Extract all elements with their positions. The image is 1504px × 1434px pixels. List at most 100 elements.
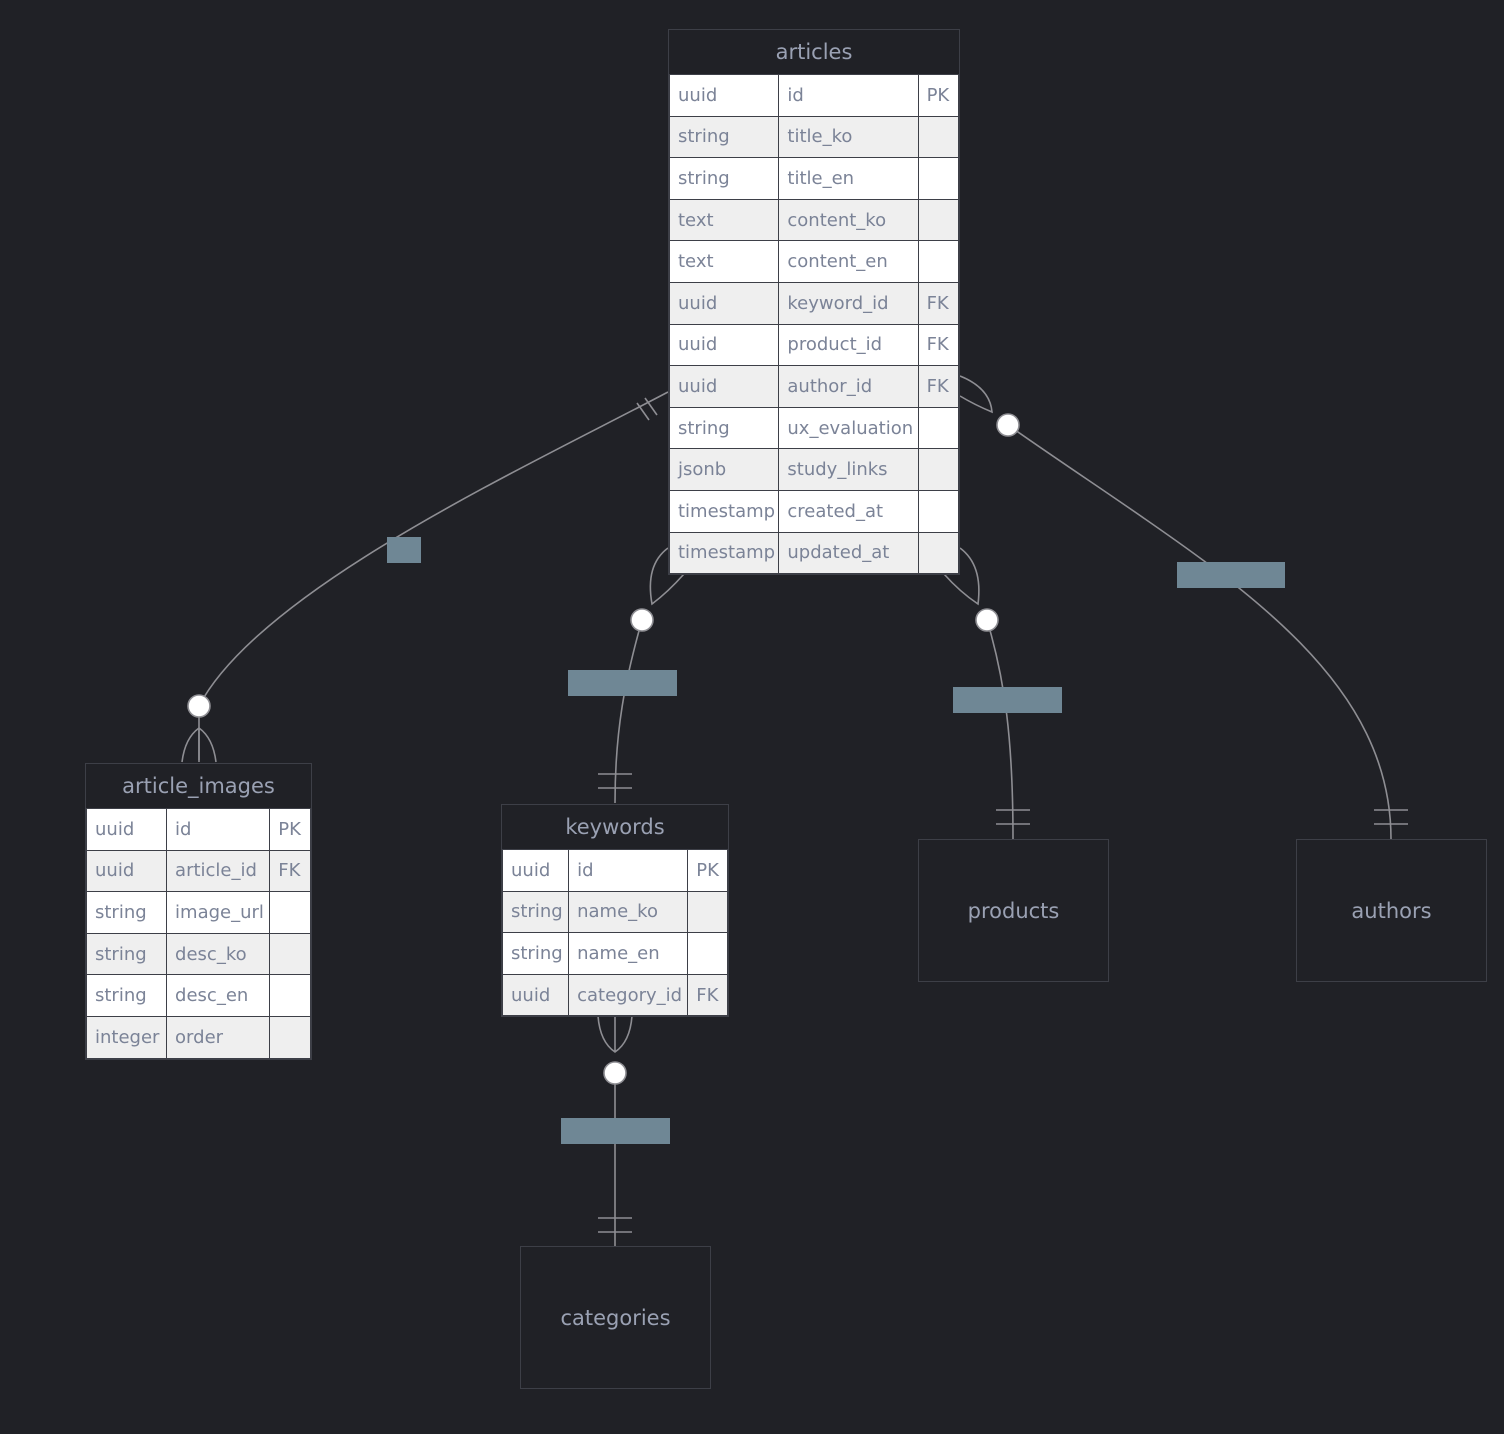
attribute-name: order xyxy=(166,1015,271,1059)
attribute-name: created_at xyxy=(778,489,919,533)
attribute-key: FK xyxy=(269,849,311,893)
attribute-type: uuid xyxy=(668,74,780,117)
attribute-key xyxy=(917,448,960,491)
attribute-type: jsonb xyxy=(668,448,780,491)
attribute-key xyxy=(917,115,960,159)
attribute-name: article_id xyxy=(166,849,271,893)
attribute-name: updated_at xyxy=(778,531,919,575)
attribute-key xyxy=(917,406,960,450)
zero-marker xyxy=(975,608,999,632)
entity-products[interactable]: products xyxy=(918,839,1109,982)
attribute-type: uuid xyxy=(668,323,780,367)
attribute-key: FK xyxy=(917,365,960,408)
attribute-name: product_id xyxy=(778,323,919,367)
entity-authors[interactable]: authors xyxy=(1296,839,1487,982)
attribute-key xyxy=(687,932,728,975)
zero-marker xyxy=(187,694,211,718)
attribute-name: author_id xyxy=(778,365,919,408)
zero-marker xyxy=(996,413,1020,437)
attribute-type: text xyxy=(668,240,780,283)
attribute-type: string xyxy=(501,932,570,975)
attribute-name: content_ko xyxy=(778,198,919,242)
attribute-type: uuid xyxy=(501,973,570,1017)
crow-foot-marker xyxy=(181,727,217,763)
attribute-type: uuid xyxy=(501,849,570,892)
attribute-name: ux_evaluation xyxy=(778,406,919,450)
attribute-name: keyword_id xyxy=(778,281,919,325)
entity-title: products xyxy=(967,898,1060,923)
attribute-type: string xyxy=(85,974,168,1017)
attribute-key: PK xyxy=(269,808,311,851)
attribute-type: uuid xyxy=(668,281,780,325)
crow-foot-marker xyxy=(649,547,685,606)
entity-title: authors xyxy=(1351,898,1432,923)
entity-title: keywords xyxy=(565,815,665,839)
attribute-type: string xyxy=(85,932,168,976)
attribute-type: uuid xyxy=(668,365,780,408)
attribute-type: string xyxy=(668,157,780,200)
attribute-key xyxy=(917,240,960,283)
attribute-key xyxy=(269,891,311,934)
attribute-name: category_id xyxy=(568,973,689,1017)
attribute-name: content_en xyxy=(778,240,919,283)
attribute-name: desc_ko xyxy=(166,932,271,976)
entity-title: article_images xyxy=(122,774,275,798)
attribute-name: id xyxy=(778,74,919,117)
one-marker xyxy=(636,402,650,421)
zero-marker xyxy=(603,1061,627,1085)
attribute-key: FK xyxy=(917,281,960,325)
attribute-key xyxy=(917,157,960,200)
attribute-key: FK xyxy=(917,323,960,367)
attribute-name: name_ko xyxy=(568,890,689,934)
crow-foot-marker xyxy=(597,1015,633,1053)
attribute-type: string xyxy=(668,406,780,450)
attribute-key: PK xyxy=(917,74,960,117)
attribute-key xyxy=(917,489,960,533)
attribute-name: id xyxy=(166,808,271,851)
relationship-label-box xyxy=(568,670,677,696)
crow-foot-marker xyxy=(943,547,980,606)
relationship-label-box xyxy=(561,1118,670,1144)
entity-title: articles xyxy=(775,40,853,64)
relationship-articles-keywords xyxy=(614,619,643,804)
attribute-key: PK xyxy=(687,849,728,892)
attribute-name: study_links xyxy=(778,448,919,491)
crow-foot-marker xyxy=(959,375,993,414)
relationship-label-box xyxy=(953,687,1062,713)
attribute-type: timestamp xyxy=(668,489,780,533)
attribute-type: timestamp xyxy=(668,531,780,575)
attribute-key xyxy=(917,198,960,242)
attribute-type: string xyxy=(668,115,780,159)
attribute-name: image_url xyxy=(166,891,271,934)
relationship-label-box xyxy=(387,537,421,563)
attribute-name: title_ko xyxy=(778,115,919,159)
attribute-key xyxy=(269,932,311,976)
entity-categories[interactable]: categories xyxy=(520,1246,711,1389)
